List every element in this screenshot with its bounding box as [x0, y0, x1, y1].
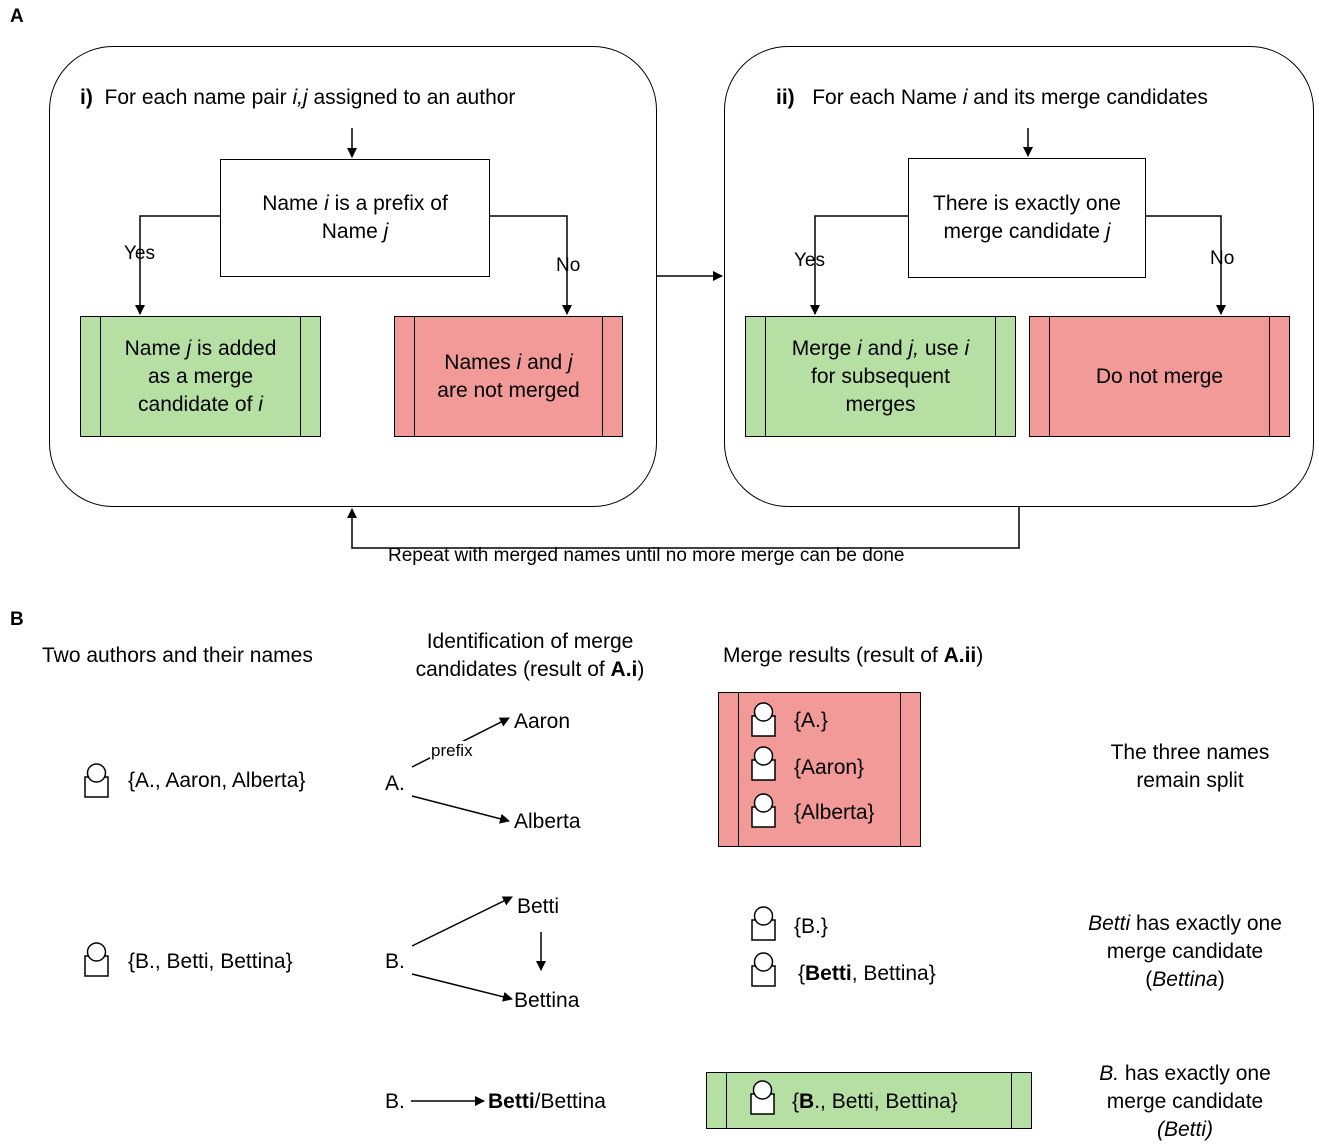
row3-source: B. — [385, 1090, 405, 1113]
step-i-title: i) For each name pair i,j assigned to an… — [80, 86, 516, 109]
person-icon — [84, 942, 109, 977]
arrow-yes-ii — [810, 215, 908, 315]
row3-target: Betti/Bettina — [488, 1090, 606, 1113]
step-ii-no-label: No — [1210, 245, 1235, 273]
row2-result-b: {B.} — [794, 915, 828, 938]
step-i-no-label: No — [556, 252, 581, 280]
step-i-no-box: Names i and j are not merged — [394, 316, 623, 437]
author-b-names: {B., Betti, Bettina} — [128, 950, 293, 973]
row1-target-aaron: Aaron — [514, 710, 571, 733]
row3-result: {B., Betti, Bettina} — [792, 1090, 958, 1113]
panel-b-label: B — [10, 609, 24, 630]
row2-target-bettina: Bettina — [514, 989, 580, 1012]
row2-target-betti: Betti — [517, 895, 560, 918]
col2-header: Identification of merge candidates (resu… — [415, 630, 645, 681]
arrow-no-ii — [1146, 215, 1226, 315]
person-icon — [750, 1080, 775, 1115]
row3-note: B. has exactly one merge candidate (Bett… — [1099, 1062, 1271, 1141]
row2-result-betti-bettina: {Betti, Bettina} — [798, 962, 936, 985]
author-a-names: {A., Aaron, Alberta} — [128, 769, 306, 792]
person-icon — [751, 793, 776, 828]
arrow-b-to-betti — [411, 896, 513, 947]
step-ii-title: ii) For each Name i and its merge candid… — [776, 86, 1208, 109]
row2-source: B. — [385, 950, 405, 973]
panel-a-label: A — [10, 6, 24, 27]
step-i-yes-box: Name j is added as a merge candidate of … — [80, 316, 321, 437]
person-icon — [751, 702, 776, 737]
row2-note: Betti has exactly one merge candidate (B… — [1088, 912, 1282, 991]
row1-result-alberta: {Alberta} — [794, 801, 875, 824]
repeat-label: Repeat with merged names until no more m… — [388, 545, 905, 566]
arrow-a-to-alberta — [411, 795, 510, 824]
arrow-repeat-loop — [347, 507, 1020, 549]
col1-header: Two authors and their names — [42, 644, 313, 667]
row1-target-alberta: Alberta — [514, 810, 581, 833]
arrow-yes-i — [135, 215, 220, 315]
arrow-b-to-bettina — [411, 973, 513, 1002]
step-ii-no-box: Do not merge — [1029, 316, 1290, 437]
step-ii-decision-box: There is exactly one merge candidate j — [908, 158, 1146, 278]
row1-result-a: {A.} — [794, 709, 828, 732]
prefix-edge-label: prefix — [430, 741, 474, 761]
step-ii-yes-label: Yes — [794, 247, 825, 275]
person-icon — [751, 952, 776, 987]
person-icon — [751, 906, 776, 941]
arrow-no-i — [490, 215, 572, 315]
person-icon — [751, 746, 776, 781]
step-ii-yes-box: Merge i and j, use i for subsequent merg… — [745, 316, 1016, 437]
step-i-decision-box: Name i is a prefix of Name j — [220, 159, 490, 277]
person-icon — [84, 763, 109, 798]
row1-note: The three names remain split — [1110, 741, 1270, 792]
row1-source: A. — [385, 772, 405, 795]
col3-header: Merge results (result of A.ii) — [723, 644, 984, 667]
row1-result-aaron: {Aaron} — [794, 756, 865, 779]
